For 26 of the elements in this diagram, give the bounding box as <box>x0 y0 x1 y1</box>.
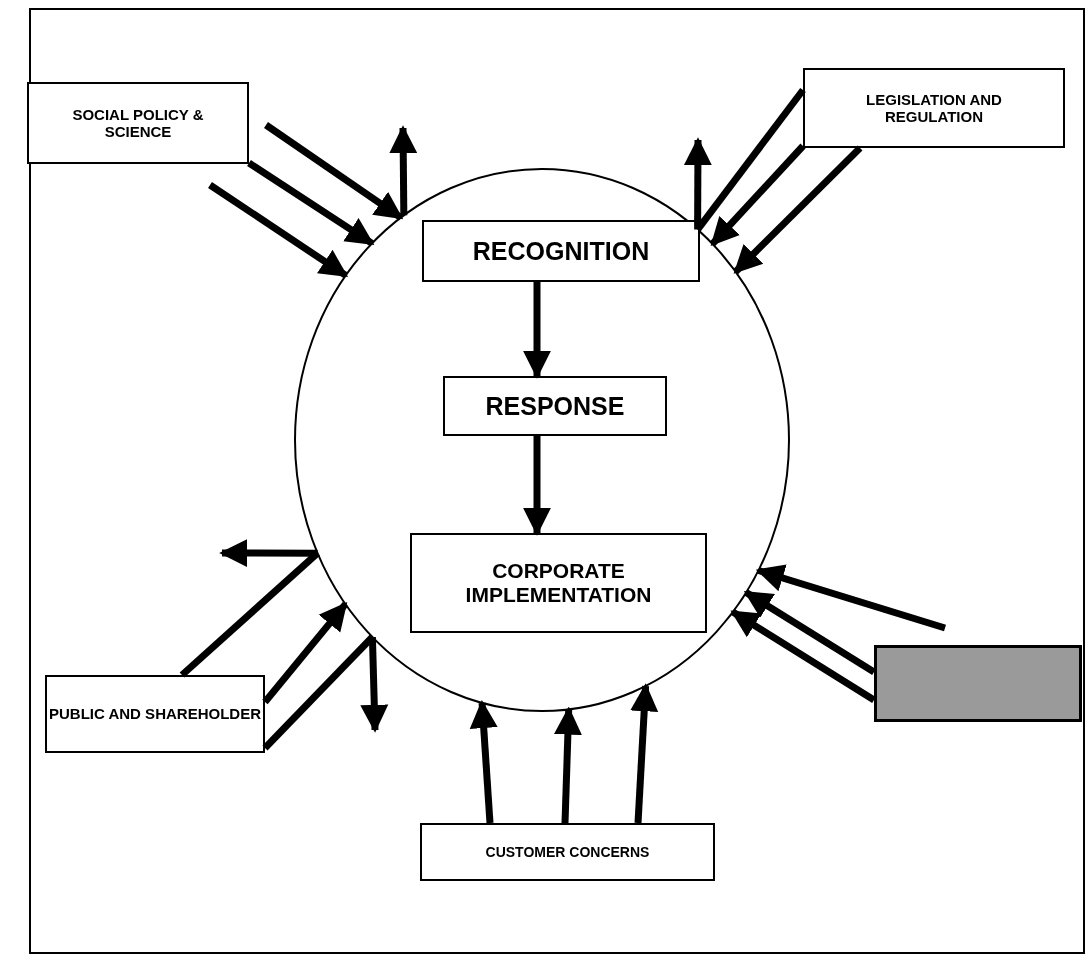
arrow <box>523 436 551 536</box>
arrow <box>469 700 498 824</box>
arrow <box>523 282 551 379</box>
arrow <box>683 137 712 230</box>
arrow <box>733 145 863 275</box>
source-box: LEGISLATION AND REGULATION <box>803 68 1065 148</box>
process-box: RESPONSE <box>443 376 667 436</box>
arrow <box>360 636 389 733</box>
arrow <box>553 706 582 824</box>
arrow <box>208 182 349 279</box>
source-box: PUBLIC AND SHAREHOLDER <box>45 675 265 753</box>
arrow <box>262 601 349 705</box>
source-box: SOCIAL POLICY & SCIENCE <box>27 82 249 164</box>
process-box: RECOGNITION <box>422 220 700 282</box>
arrow <box>730 609 876 703</box>
arrow <box>219 539 318 568</box>
arrow <box>743 589 876 675</box>
arrow <box>630 683 659 824</box>
arrow <box>264 122 404 221</box>
arrow <box>755 564 947 632</box>
arrow <box>389 125 418 216</box>
process-box: CORPORATE IMPLEMENTATION <box>410 533 707 633</box>
source-box: CUSTOMER CONCERNS <box>420 823 715 881</box>
arrow <box>247 160 375 247</box>
shaded-box <box>874 645 1082 722</box>
arrow <box>709 143 806 247</box>
